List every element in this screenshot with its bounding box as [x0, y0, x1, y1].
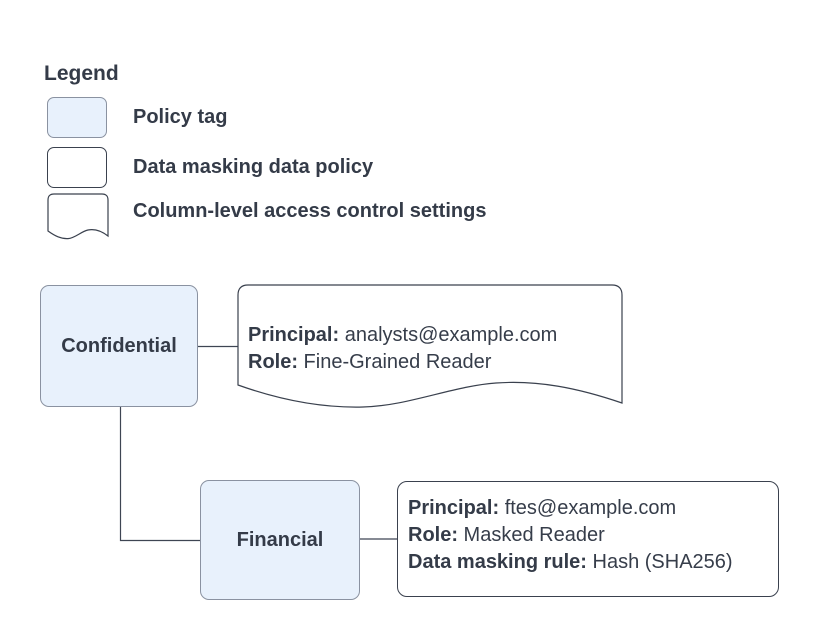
policy-tag-swatch	[47, 97, 107, 138]
data-masking-policy-swatch	[47, 147, 107, 188]
access-settings-text: Principal: analysts@example.com Role: Fi…	[248, 322, 557, 376]
principal-value: ftes@example.com	[499, 497, 677, 519]
access-settings-document-shape	[237, 284, 623, 408]
data-masking-policy-box: Principal: ftes@example.com Role: Masked…	[397, 481, 779, 597]
access-settings-role-line: Role: Fine-Grained Reader	[248, 349, 557, 376]
masking-principal-line: Principal: ftes@example.com	[408, 495, 733, 522]
legend-title: Legend	[44, 62, 119, 85]
legend-label-data-masking-policy: Data masking data policy	[133, 156, 374, 178]
masking-rule-line: Data masking rule: Hash (SHA256)	[408, 549, 733, 576]
principal-key: Principal:	[408, 497, 500, 519]
policy-tag-confidential-label: Confidential	[61, 334, 177, 357]
masking-role-line: Role: Masked Reader	[408, 522, 733, 549]
principal-key: Principal:	[248, 324, 340, 346]
access-settings-principal-line: Principal: analysts@example.com	[248, 322, 557, 349]
role-value: Fine-Grained Reader	[298, 351, 492, 373]
masking-rule-key: Data masking rule:	[408, 551, 587, 573]
connector-confidential-to-financial	[119, 407, 200, 542]
legend-label-column-access: Column-level access control settings	[133, 200, 487, 222]
role-value: Masked Reader	[458, 524, 605, 546]
principal-value: analysts@example.com	[339, 324, 558, 346]
policy-tag-confidential: Confidential	[40, 285, 198, 407]
policy-tag-financial: Financial	[200, 480, 360, 600]
role-key: Role:	[408, 524, 458, 546]
masking-rule-value: Hash (SHA256)	[586, 551, 733, 573]
document-shape-swatch	[47, 193, 109, 240]
policy-tag-financial-label: Financial	[236, 528, 324, 551]
role-key: Role:	[248, 351, 298, 373]
legend-label-policy-tag: Policy tag	[133, 106, 228, 128]
data-masking-policy-text: Principal: ftes@example.com Role: Masked…	[408, 495, 733, 576]
